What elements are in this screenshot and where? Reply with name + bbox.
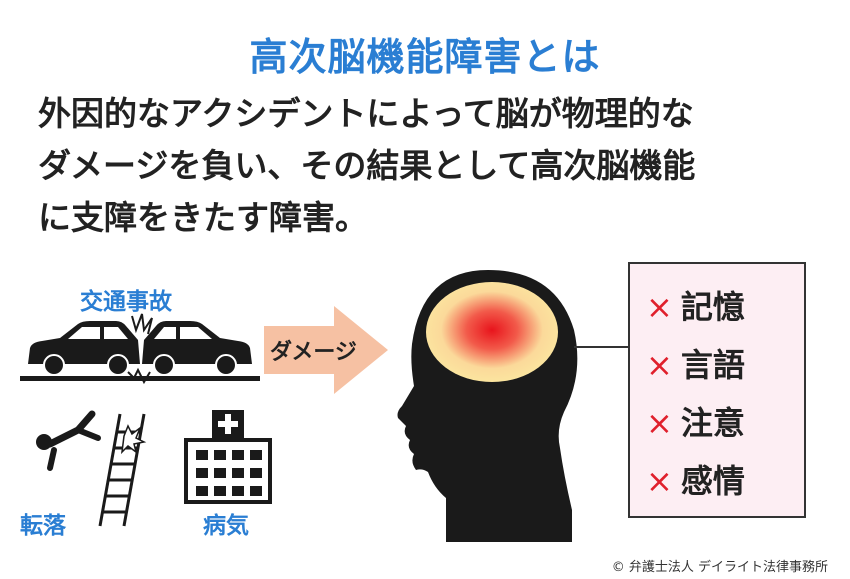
- head-brain-icon: [397, 270, 578, 542]
- cross-icon: ×: [646, 288, 673, 326]
- connector-line: [574, 346, 628, 348]
- cause-fall-label: 転落: [20, 513, 66, 539]
- description-line-3: に支障をきたす障害。: [38, 198, 368, 237]
- symptom-label: 感情: [680, 462, 745, 500]
- falling-person-ladder-icon: [36, 410, 147, 527]
- symptom-label: 言語: [680, 346, 745, 384]
- cross-icon: ×: [646, 404, 673, 442]
- symptom-label: 注意: [680, 404, 745, 442]
- hospital-icon: [184, 410, 272, 504]
- copyright: © 弁護士法人 デイライト法律事務所: [611, 560, 828, 575]
- symptoms-box: ×記憶 ×言語 ×注意 ×感情: [628, 262, 806, 518]
- car-crash-icon: [20, 313, 260, 385]
- description-line-2: ダメージを負い、その結果として高次脳機能: [38, 146, 696, 185]
- damage-arrow-label: ダメージ: [270, 340, 357, 365]
- symptom-item: ×言語: [646, 340, 745, 386]
- symptom-item: ×記憶: [646, 282, 745, 328]
- cross-icon: ×: [646, 462, 673, 500]
- symptom-item: ×感情: [646, 456, 745, 502]
- symptom-item: ×注意: [646, 398, 745, 444]
- cause-illness-label: 病気: [203, 513, 249, 539]
- page-title: 高次脳機能障害とは: [249, 35, 601, 79]
- description: 外因的なアクシデントによって脳が物理的な ダメージを負い、その結果として高次脳機…: [38, 88, 838, 244]
- cause-traffic-label: 交通事故: [80, 289, 172, 315]
- damage-arrow-icon: [264, 306, 388, 394]
- symptom-label: 記憶: [680, 288, 745, 326]
- cross-icon: ×: [646, 346, 673, 384]
- description-line-1: 外因的なアクシデントによって脳が物理的な: [38, 94, 694, 133]
